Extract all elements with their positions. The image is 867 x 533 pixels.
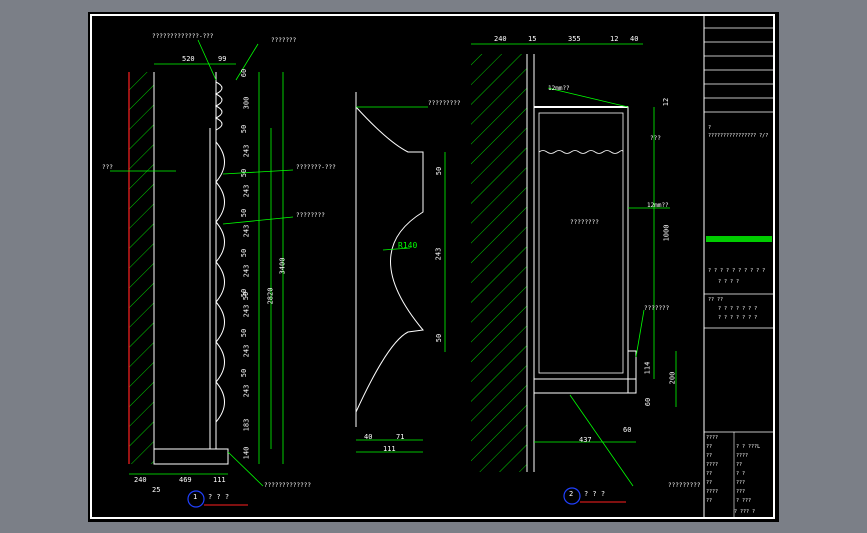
water-line [538,150,624,154]
cad-drawing [90,14,775,519]
callout-circle-1 [187,490,205,508]
left-wall-hatch [129,72,154,464]
right-section-view [471,43,677,505]
right-leader-note-top [547,87,629,108]
left-mid-leader-1 [222,169,294,175]
left-wave-profile [214,81,225,449]
title-green-band [706,236,772,242]
left-plinth [153,448,229,465]
sill-lip [627,350,637,394]
sheet-border [90,14,775,519]
left-top-right-leader [235,43,259,81]
right-leader-sill [635,309,645,358]
title-block [703,15,774,518]
profile-radius-leader [382,247,411,251]
cabinet-box [533,106,629,380]
profile-detail-view [355,92,446,453]
left-top-leader [197,39,217,81]
left-mid-leader-2 [222,216,294,225]
left-elevation-view [110,39,294,508]
base-sill [533,378,637,394]
cabinet-inner [538,112,624,374]
callout-circle-2 [563,487,581,505]
right-wall-hatch [471,54,527,472]
drawing-sheet[interactable]: ?????????????-??? ??????? 520 99 ??? ???… [88,12,779,522]
profile-curve [355,106,424,413]
right-leader-bottom [569,394,634,487]
left-bottom-leader [227,451,264,487]
